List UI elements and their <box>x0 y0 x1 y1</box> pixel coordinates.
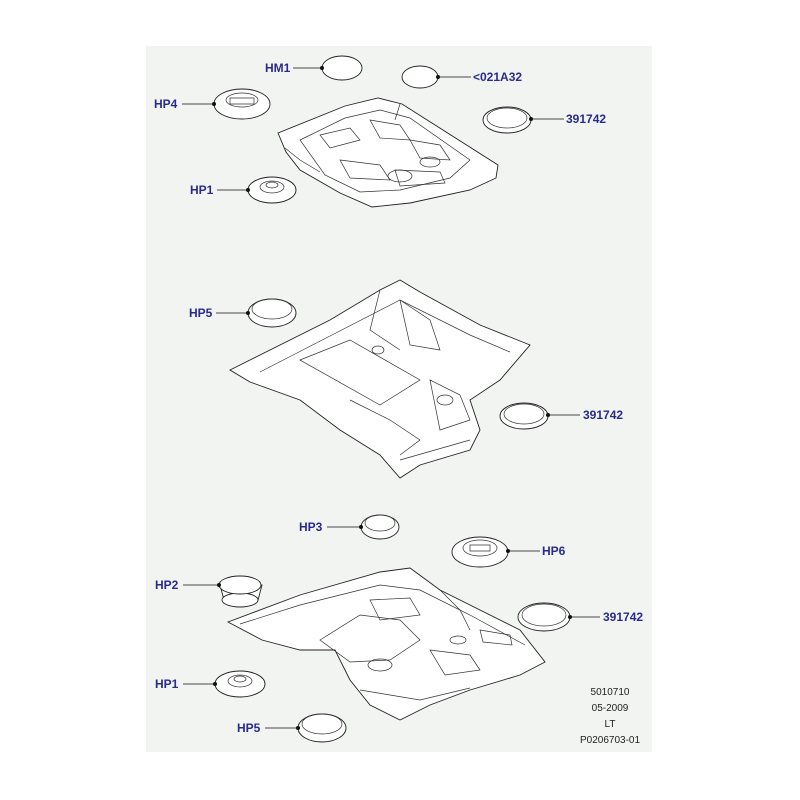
reference-date: 05-2009 <box>591 703 629 714</box>
hp1-plug-upper <box>247 176 297 204</box>
ring-seal-1 <box>482 106 532 134</box>
callout-hp4: HP4 <box>154 97 178 111</box>
reference-illustration-id: P0206703-01 <box>579 735 641 746</box>
floor-pan-middle <box>229 279 531 479</box>
callout-391742-top: 391742 <box>566 112 607 126</box>
hm1-patch <box>321 55 363 81</box>
floor-pan-upper <box>277 97 499 208</box>
ring-seal-3 <box>517 602 571 632</box>
reference-model: LT <box>604 719 616 730</box>
callout-391742-mid: 391742 <box>583 408 624 422</box>
callout-hp6: HP6 <box>542 544 566 558</box>
callout-hp2: HP2 <box>155 578 179 592</box>
hp4-plug <box>213 88 271 120</box>
hp5-plug-middle <box>247 298 297 328</box>
callout-hm1: HM1 <box>265 61 291 75</box>
callout-hp3: HP3 <box>299 520 323 534</box>
reference-number: 5010710 <box>590 687 630 698</box>
callout-hp5-lower: HP5 <box>237 721 261 735</box>
hp3-plug <box>360 514 400 540</box>
callout-391742-bot: 391742 <box>603 610 644 624</box>
021a32-patch <box>401 65 439 89</box>
floor-pan-lower <box>226 567 546 721</box>
callout-hp1-lower: HP1 <box>155 677 179 691</box>
leader-lines <box>182 66 600 730</box>
callout-hp1-upper: HP1 <box>190 183 214 197</box>
hp6-plug <box>451 536 509 568</box>
hp1-plug-lower <box>214 670 266 698</box>
callout-hp5-middle: HP5 <box>189 306 213 320</box>
hp5-plug-lower <box>297 713 347 743</box>
hp2-plug <box>218 575 263 608</box>
ring-seal-2 <box>499 402 549 430</box>
callout-021a32: <021A32 <box>473 70 523 84</box>
